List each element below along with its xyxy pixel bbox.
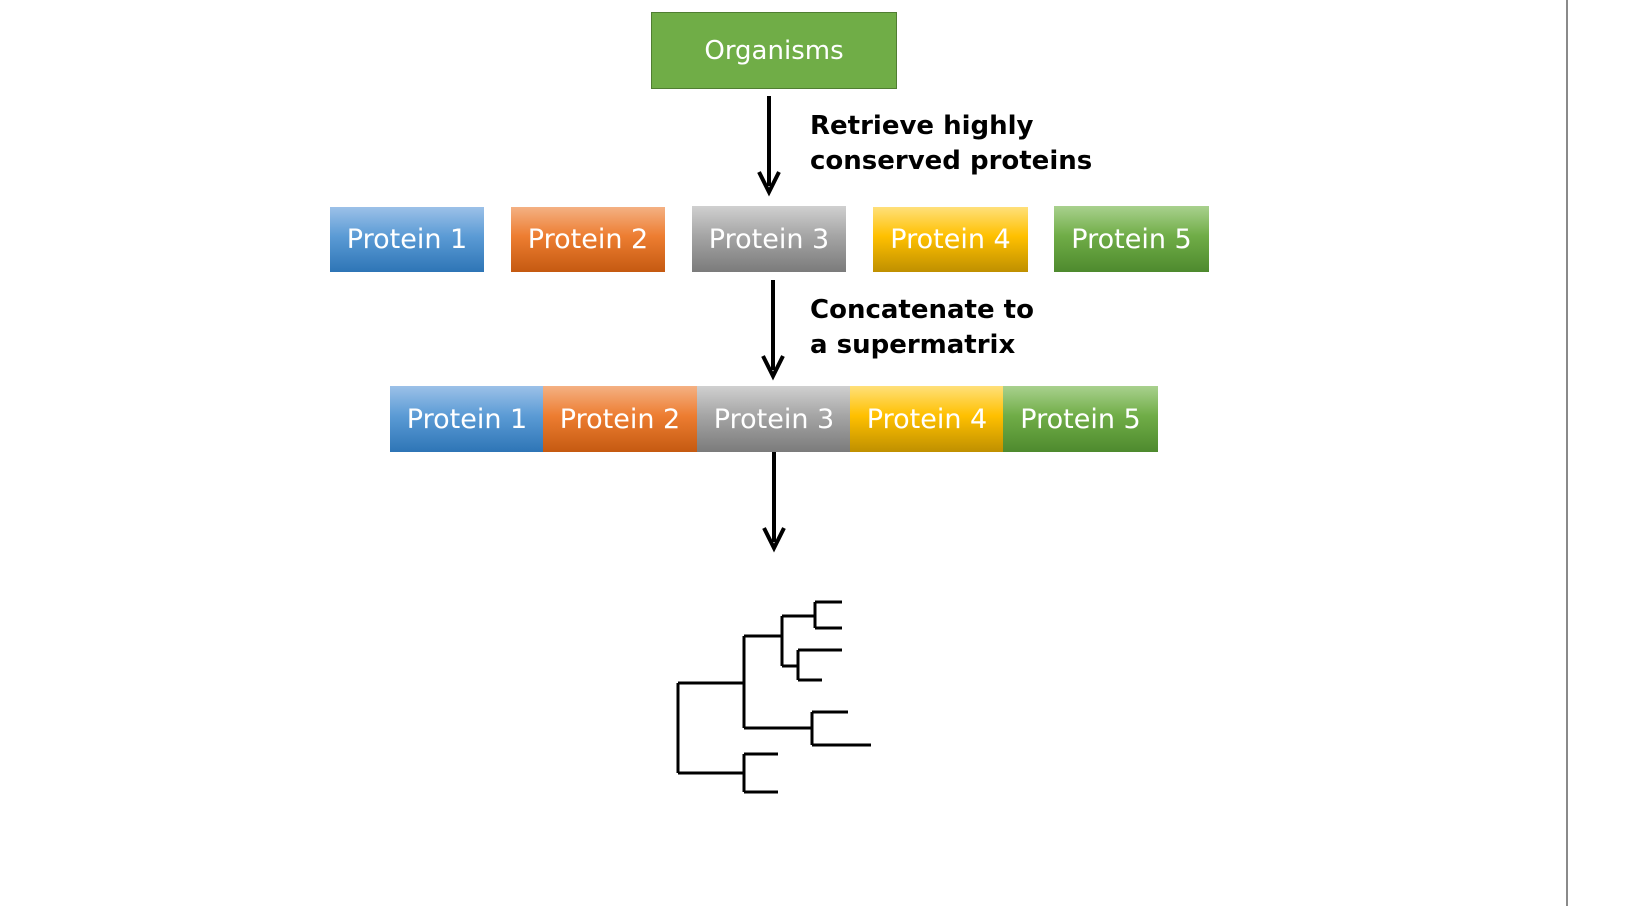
concatenate-caption: Concatenate to a supermatrix	[810, 293, 1034, 363]
concatenate-caption-line-1: Concatenate to	[810, 295, 1034, 325]
protein-2-box: Protein 2	[511, 207, 665, 272]
supermatrix-protein-2: Protein 2	[543, 386, 697, 452]
arrow-supermatrix-to-tree	[762, 452, 786, 553]
organisms-box: Organisms	[651, 12, 897, 89]
protein-1-box: Protein 1	[330, 207, 484, 272]
protein-5-box: Protein 5	[1054, 206, 1209, 272]
supermatrix-protein-1: Protein 1	[390, 386, 544, 452]
protein-3-box: Protein 3	[692, 206, 846, 272]
supermatrix-protein-3: Protein 3	[697, 386, 851, 452]
protein-4-box: Protein 4	[873, 207, 1028, 272]
supermatrix-protein-5: Protein 5	[1003, 386, 1158, 452]
retrieve-caption-line-1: Retrieve highly	[810, 111, 1034, 141]
retrieve-caption: Retrieve highly conserved proteins	[810, 109, 1092, 179]
arrow-proteins-to-supermatrix	[761, 280, 785, 381]
retrieve-caption-line-2: conserved proteins	[810, 146, 1093, 176]
concatenate-caption-line-2: a supermatrix	[810, 330, 1016, 360]
phylogenetic-tree-icon	[676, 600, 871, 794]
supermatrix-protein-4: Protein 4	[850, 386, 1004, 452]
arrow-organisms-to-proteins	[757, 96, 781, 197]
right-border	[1566, 0, 1568, 906]
